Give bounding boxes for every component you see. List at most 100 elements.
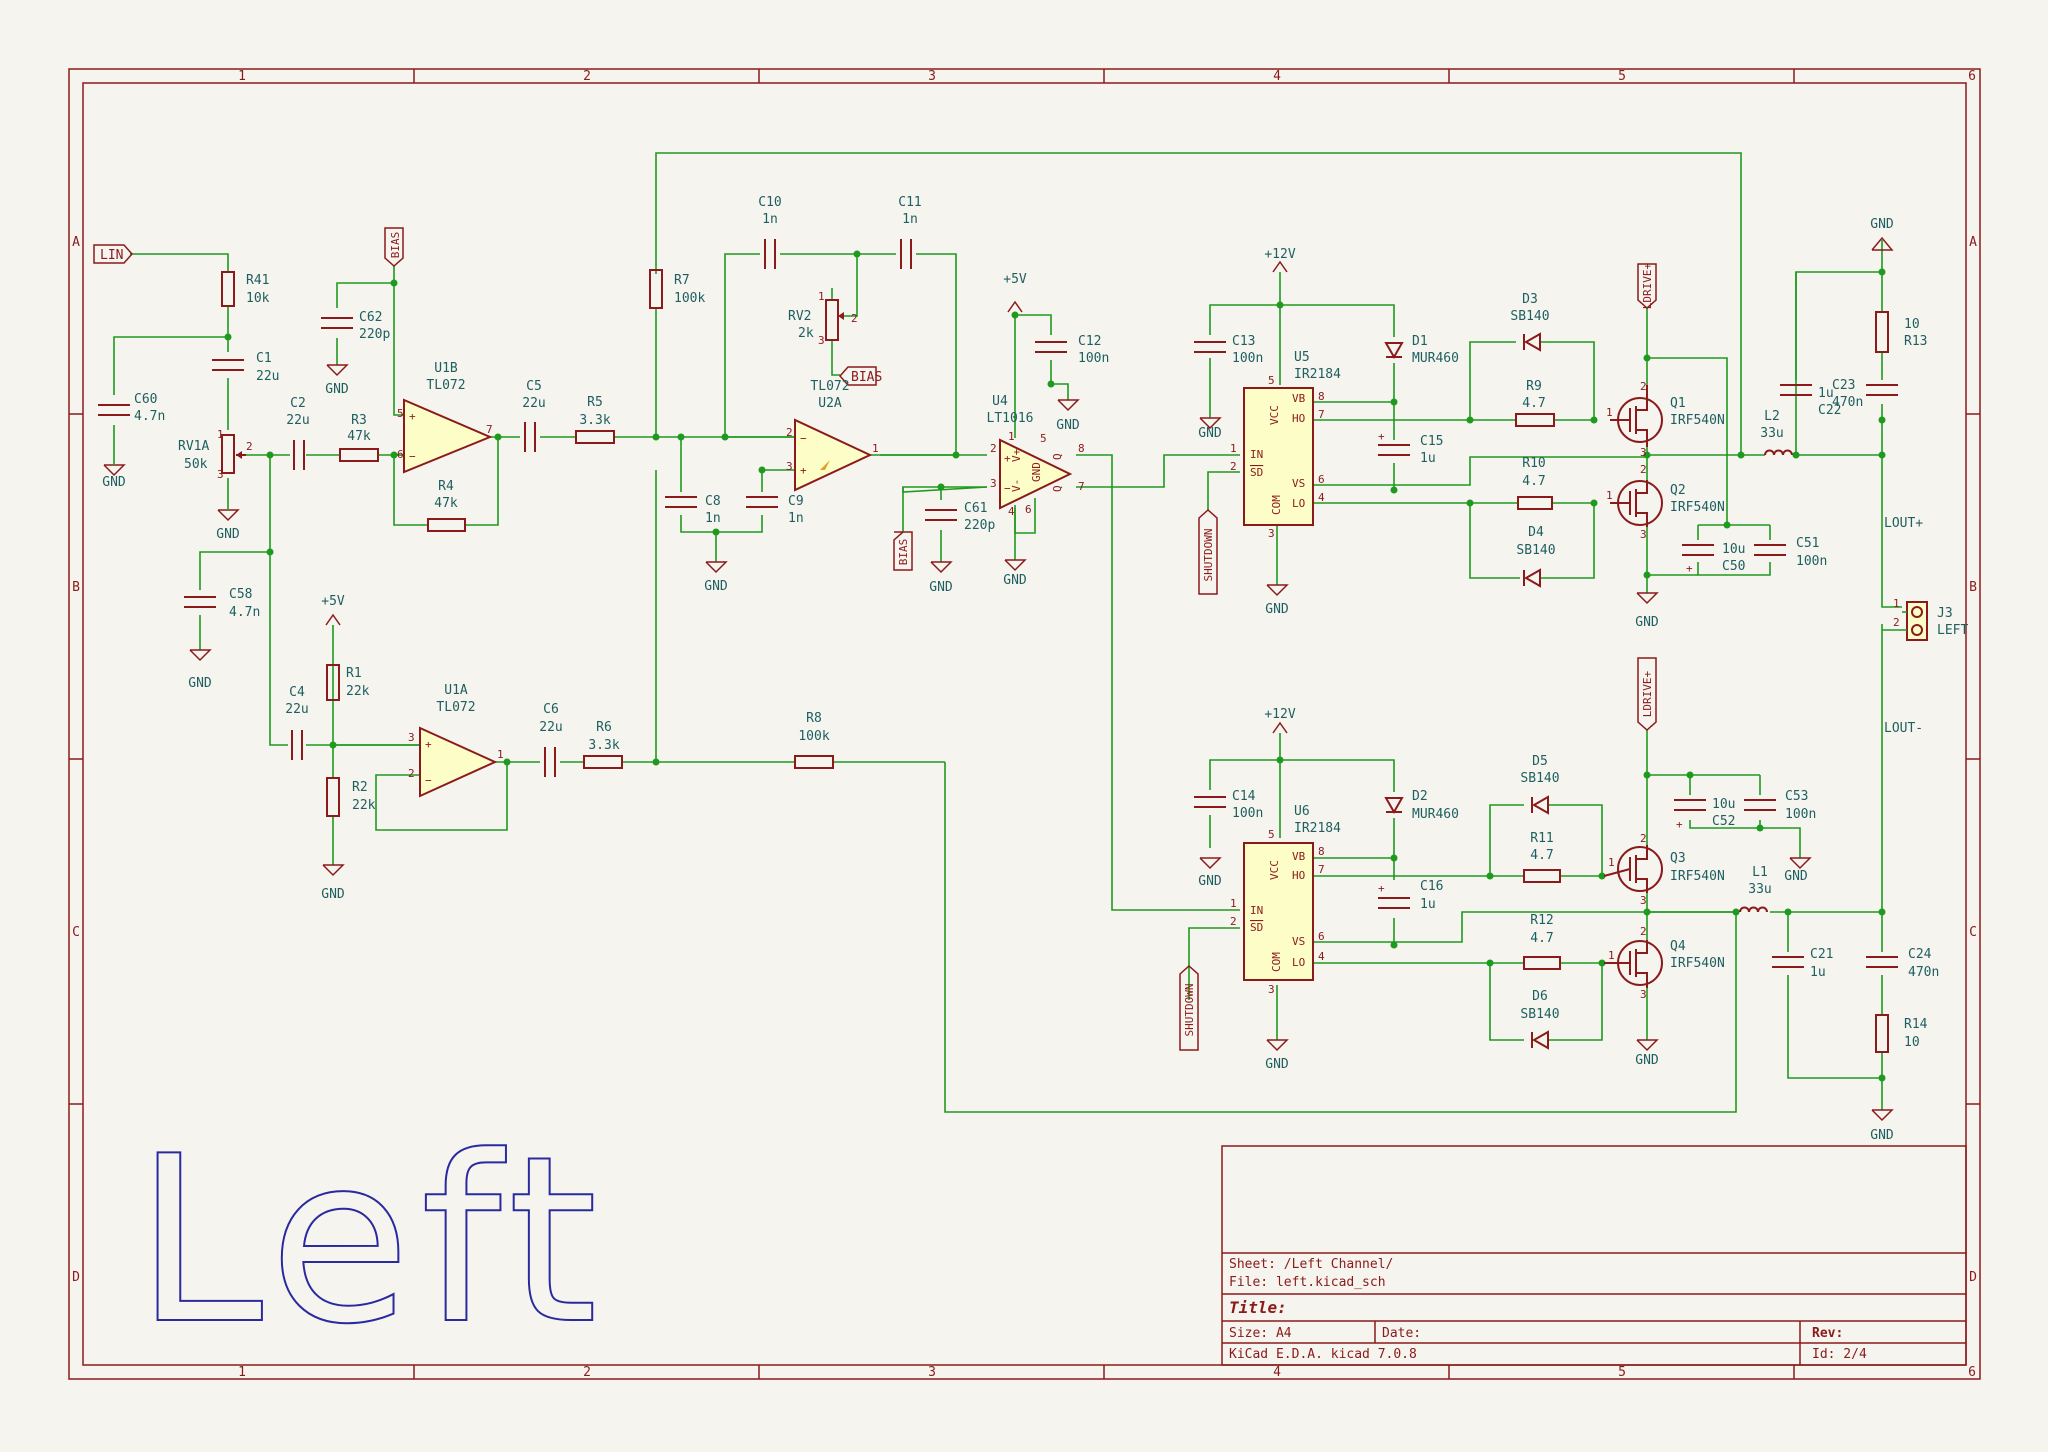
svg-text:IR2184: IR2184	[1294, 367, 1341, 382]
svg-text:8: 8	[1318, 845, 1325, 858]
comparator-u4: + − 2 3 8 7 GND V+ V- Q Q 1 5 4 6 U4 LT1…	[987, 394, 1085, 518]
svg-text:C6: C6	[543, 702, 559, 717]
svg-text:SD: SD	[1250, 921, 1263, 934]
svg-text:R41: R41	[246, 273, 269, 288]
svg-text:5: 5	[1040, 432, 1047, 445]
net-label-bias-rv2: BIAS	[838, 366, 882, 386]
col-label: 2	[583, 69, 591, 84]
net-label-bias: BIAS	[384, 227, 404, 268]
svg-text:LDRIVE+: LDRIVE+	[1641, 262, 1654, 309]
svg-text:COM: COM	[1270, 495, 1283, 515]
svg-text:22u: 22u	[522, 396, 545, 411]
svg-text:3: 3	[786, 460, 793, 473]
svg-text:U1B: U1B	[434, 361, 458, 376]
svg-text:RV2: RV2	[788, 309, 811, 324]
svg-text:IRF540N: IRF540N	[1670, 500, 1725, 515]
svg-text:TL072: TL072	[810, 379, 849, 394]
svg-text:4.7: 4.7	[1522, 396, 1545, 411]
svg-text:Q4: Q4	[1670, 939, 1686, 954]
svg-text:1: 1	[1606, 489, 1613, 502]
svg-text:2: 2	[1640, 832, 1647, 845]
svg-text:7: 7	[1318, 863, 1325, 876]
svg-text:8: 8	[1078, 442, 1085, 455]
opamp-u1b: + − 5 6 7 U1B TL072	[397, 361, 493, 474]
svg-text:2k: 2k	[798, 326, 814, 341]
capacitor-c9: C9 1n	[746, 494, 804, 526]
svg-text:5: 5	[1268, 374, 1275, 387]
driver-u6: VCC VB HO VS LO COM IN SD 1 2 5 8 7 6 4 …	[1230, 804, 1341, 1072]
svg-text:RV1A: RV1A	[178, 439, 209, 454]
svg-text:C53: C53	[1785, 789, 1808, 804]
capacitor-c15: + C15 1u	[1378, 430, 1443, 466]
svg-text:5: 5	[1268, 828, 1275, 841]
svg-text:3: 3	[1640, 446, 1647, 459]
svg-text:C24: C24	[1908, 947, 1932, 962]
svg-text:22k: 22k	[346, 684, 370, 699]
svg-text:LDRIVE+: LDRIVE+	[1641, 670, 1654, 717]
svg-text:R11: R11	[1530, 831, 1553, 846]
svg-text:L1: L1	[1752, 865, 1768, 880]
svg-text:1: 1	[1608, 949, 1615, 962]
capacitor-c16: + C16 1u	[1378, 879, 1443, 912]
svg-text:MUR460: MUR460	[1412, 807, 1459, 822]
svg-text:SB140: SB140	[1516, 543, 1555, 558]
svg-text:+: +	[1378, 882, 1385, 895]
diode-d2: D2 MUR460	[1384, 789, 1459, 822]
resistor-r5: R5 3.3k	[575, 395, 615, 444]
svg-text:R3: R3	[351, 413, 367, 428]
svg-text:2: 2	[408, 767, 415, 780]
svg-text:−: −	[800, 432, 807, 445]
svg-text:V+: V+	[1010, 448, 1023, 462]
title-rev: Rev:	[1812, 1326, 1843, 1341]
svg-text:SB140: SB140	[1520, 1007, 1559, 1022]
net-label-lin: LIN	[93, 244, 134, 264]
svg-text:2: 2	[1893, 616, 1900, 629]
svg-text:C10: C10	[758, 195, 781, 210]
svg-text:GND: GND	[188, 676, 212, 691]
svg-text:GND: GND	[325, 382, 349, 397]
resistor-r9: R9 4.7	[1515, 379, 1555, 427]
col-label: 5	[1618, 1365, 1626, 1380]
svg-text:SHUTDOWN: SHUTDOWN	[1183, 984, 1196, 1037]
svg-text:U1A: U1A	[444, 683, 468, 698]
svg-text:C23: C23	[1832, 378, 1855, 393]
svg-text:6: 6	[1318, 473, 1325, 486]
svg-text:1: 1	[1606, 406, 1613, 419]
svg-text:C21: C21	[1810, 947, 1833, 962]
svg-text:U2A: U2A	[818, 396, 842, 411]
svg-text:MUR460: MUR460	[1412, 351, 1459, 366]
svg-text:GND: GND	[1265, 602, 1289, 617]
diode-d4: D4 SB140	[1516, 525, 1556, 588]
svg-text:SB140: SB140	[1520, 771, 1559, 786]
svg-text:L2: L2	[1764, 409, 1780, 424]
svg-text:10: 10	[1904, 1035, 1920, 1050]
svg-text:2: 2	[990, 442, 997, 455]
title-date: Date:	[1382, 1326, 1421, 1341]
mosfet-q2: 1 2 3 Q2 IRF540N GND	[1606, 463, 1725, 630]
row-label: D	[72, 1270, 80, 1285]
svg-text:LO: LO	[1292, 497, 1305, 510]
svg-text:R4: R4	[438, 479, 454, 494]
svg-text:3: 3	[818, 334, 825, 347]
resistor-r41: R41 10k	[221, 271, 270, 307]
svg-text:2: 2	[246, 440, 253, 453]
svg-text:22u: 22u	[285, 702, 308, 717]
svg-text:R9: R9	[1526, 379, 1542, 394]
col-label: 5	[1618, 69, 1626, 84]
resistor-r12: R12 4.7	[1523, 913, 1561, 970]
svg-text:3: 3	[1640, 988, 1647, 1001]
svg-text:V-: V-	[1010, 479, 1023, 492]
potentiometer-rv2: 2 1 3 RV2 2k	[788, 290, 858, 347]
svg-text:1n: 1n	[788, 511, 804, 526]
svg-text:470n: 470n	[1832, 395, 1863, 410]
svg-text:GND: GND	[216, 527, 240, 542]
svg-text:3: 3	[1268, 527, 1275, 540]
svg-text:C58: C58	[229, 587, 252, 602]
svg-text:2: 2	[1230, 915, 1237, 928]
svg-text:GND: GND	[1056, 418, 1080, 433]
svg-text:Q3: Q3	[1670, 851, 1686, 866]
svg-text:3: 3	[1268, 983, 1275, 996]
svg-text:3.3k: 3.3k	[579, 413, 610, 428]
junctions	[224, 250, 1886, 1082]
